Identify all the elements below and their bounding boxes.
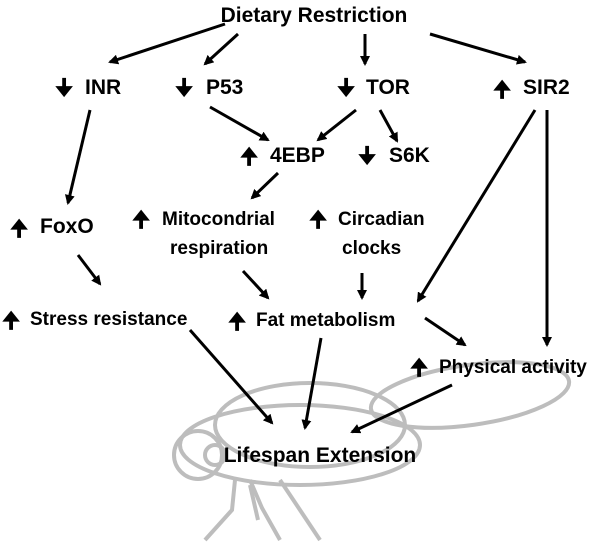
arrow-dr-p53	[203, 32, 240, 66]
node-circadian-line1: Circadian	[338, 209, 425, 230]
arrow-fat-physical	[424, 316, 467, 347]
node-tor: TOR	[366, 76, 410, 99]
arrow-dr-inr	[108, 22, 226, 65]
arrow-physical-lifespan	[350, 383, 453, 434]
down-indicator-inr: 🠋	[55, 76, 73, 101]
node-inr: INR	[85, 76, 121, 99]
up-indicator-stress: 🠉	[2, 309, 20, 334]
node-circadian-line2: clocks	[342, 238, 401, 259]
node-4ebp: 4EBP	[270, 144, 325, 167]
arrow-mito-fat	[241, 269, 270, 300]
arrow-tor-s6k	[378, 109, 399, 143]
fly-illustration	[172, 360, 572, 542]
node-mito-line1: Mitocondrial	[162, 209, 275, 230]
down-indicator-s6k: 🠋	[358, 144, 376, 169]
node-physical-activity: Physical activity	[439, 357, 587, 378]
up-indicator-physical: 🠉	[410, 356, 428, 381]
down-indicator-p53: 🠋	[175, 76, 193, 101]
node-s6k: S6K	[389, 144, 430, 167]
node-p53: P53	[206, 76, 243, 99]
arrow-4ebp-mito	[250, 171, 280, 200]
up-indicator-mito: 🠉	[132, 208, 150, 233]
arrow-tor-4ebp	[316, 108, 357, 142]
arrow-dr-sir2	[429, 32, 527, 65]
up-indicator-4ebp: 🠉	[240, 145, 258, 170]
arrow-p53-4ebp	[209, 105, 270, 142]
node-sir2: SIR2	[523, 76, 570, 99]
down-indicator-tor: 🠋	[337, 76, 355, 101]
up-indicator-foxo: 🠉	[10, 217, 28, 242]
node-lifespan-extension: Lifespan Extension	[224, 444, 417, 467]
node-dietary-restriction: Dietary Restriction	[221, 4, 408, 27]
arrow-inr-foxo	[64, 109, 92, 205]
node-fat-metabolism: Fat metabolism	[256, 310, 395, 331]
up-indicator-sir2: 🠉	[493, 78, 511, 103]
node-foxo: FoxO	[40, 215, 94, 238]
up-indicator-fat: 🠉	[228, 310, 246, 335]
arrow-stress-lifespan	[188, 329, 274, 425]
up-indicator-circadian: 🠉	[309, 208, 327, 233]
node-stress-resistance: Stress resistance	[30, 309, 187, 330]
arrow-foxo-stress	[76, 254, 102, 286]
arrow-fat-lifespan	[301, 337, 323, 430]
node-mito-line2: respiration	[170, 238, 268, 259]
arrow-sir2-fat	[416, 109, 537, 303]
arrows	[64, 22, 552, 434]
